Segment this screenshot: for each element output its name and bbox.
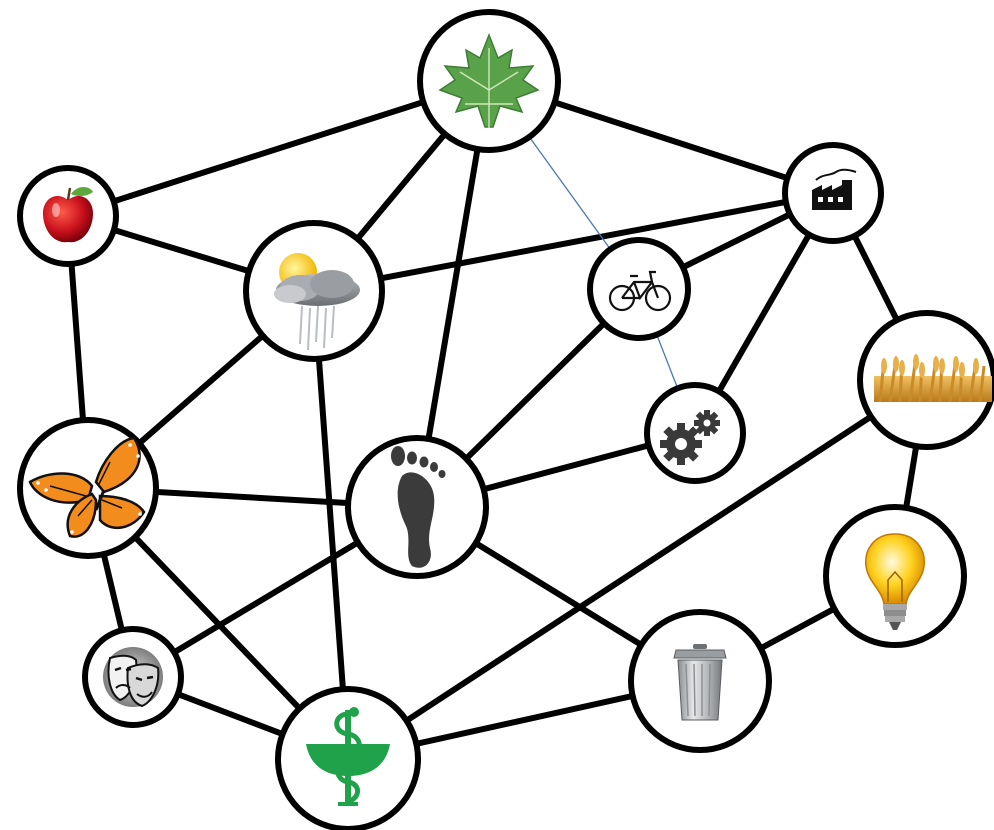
wheat-node[interactable] bbox=[857, 310, 994, 450]
factory-icon bbox=[812, 168, 857, 210]
footprint-node[interactable] bbox=[345, 435, 489, 579]
butterfly-icon bbox=[28, 436, 146, 538]
edge-leaf-footprint bbox=[414, 78, 492, 510]
footprint-icon bbox=[391, 446, 446, 568]
pharmacy-node[interactable] bbox=[275, 686, 421, 830]
bulb-node[interactable] bbox=[823, 504, 967, 648]
edge-leaf-apple bbox=[65, 78, 492, 219]
leaf-node[interactable] bbox=[417, 9, 561, 153]
pharmacy-snake-bowl-icon bbox=[306, 707, 390, 806]
edge-weather-factory bbox=[311, 190, 836, 294]
weather-node[interactable] bbox=[243, 220, 385, 362]
factory-node[interactable] bbox=[782, 142, 884, 244]
theater-masks-icon bbox=[103, 647, 163, 708]
butterfly-node[interactable] bbox=[17, 417, 159, 559]
masks-node[interactable] bbox=[82, 626, 184, 728]
gears-icon bbox=[660, 410, 720, 465]
trash-node[interactable] bbox=[628, 609, 772, 753]
bicycle-icon bbox=[608, 270, 672, 312]
apple-node[interactable] bbox=[17, 165, 119, 267]
apple-icon bbox=[42, 187, 94, 243]
maple-leaf-icon bbox=[438, 32, 540, 128]
gears-node[interactable] bbox=[644, 382, 746, 484]
sun-rain-cloud-icon bbox=[274, 253, 360, 351]
edge-wheat-pharmacy bbox=[345, 377, 930, 762]
light-bulb-icon bbox=[865, 533, 925, 630]
bicycle-node[interactable] bbox=[587, 237, 691, 341]
wheat-icon bbox=[874, 354, 992, 403]
trash-can-icon bbox=[673, 644, 727, 721]
edge-weather-pharmacy bbox=[311, 288, 351, 762]
